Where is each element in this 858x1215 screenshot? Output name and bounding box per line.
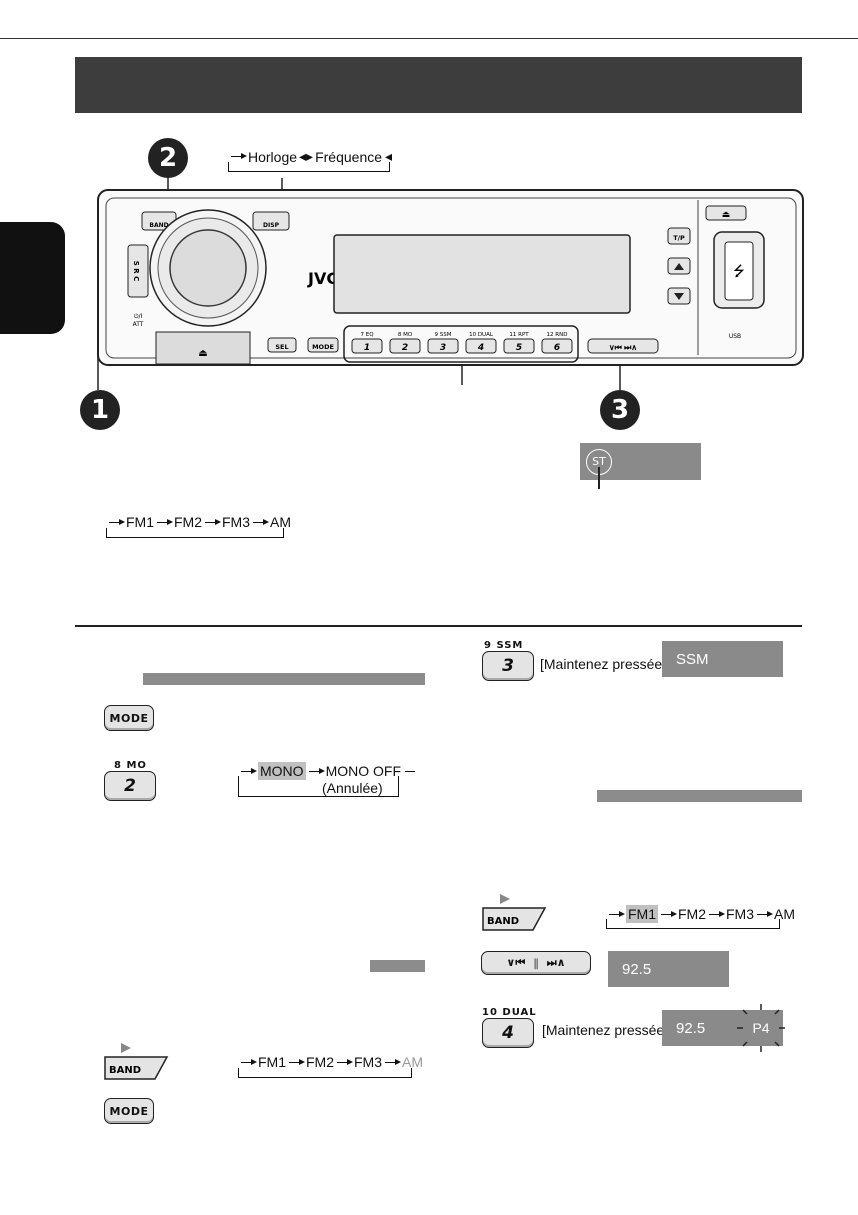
bidirectional-arrow-icon: ◂▸ [299,148,314,164]
display-sequence: Horloge ◂▸ Fréquence ◂ [228,148,392,165]
band-button-left[interactable]: BAND [103,1055,169,1081]
band-label: BAND [149,222,168,229]
preset-button-6[interactable] [541,338,573,354]
car-stereo-panel: BAND DISP S R C ⏻/I ATT ⏏ JVC T/P ⏏ ⭍ US… [97,174,804,390]
src-label: S R C [132,261,140,281]
preset-number-1: 1 [364,343,370,353]
display-sequence-loop [228,162,390,172]
ssm-hold-label: [Maintenez pressée] [540,656,667,672]
dual-hold-label: [Maintenez pressée] [542,1022,669,1038]
band-sequence: FM1 FM2 FM3 AM [106,514,291,530]
mode-button-2[interactable]: MODE [104,1098,154,1124]
brand-logo: JVC [307,269,338,288]
band-sequence-loop [106,528,284,538]
disp-label: DISP [263,222,280,229]
preset-button-3[interactable] [427,338,459,354]
mo-caption: 8 MO [114,760,147,771]
callout-3: 3 [600,390,640,430]
st-leader [598,467,600,489]
mono-sequence: MONO MONO OFF [238,762,415,780]
preset-3-button[interactable]: 3 [482,651,534,681]
sel-label: SEL [275,343,288,351]
right-heading-bar [597,790,802,802]
ssm-caption: 9 SSM [484,640,524,651]
att-label: ATT [133,321,144,328]
preset-button-5[interactable] [503,338,535,354]
seq-mono: MONO [258,762,306,780]
preset-badge: P4 [752,1020,769,1036]
power-label: ⏻/I [134,313,143,320]
seek-prev-icon: ∨⏮ [506,956,526,969]
top-rule [0,38,858,39]
ssm-display: SSM [662,641,783,677]
preset-caption-2: 8 MO [398,332,413,338]
st-display: ST [580,443,701,480]
preset-caption-1: 7 EQ [360,332,374,338]
preset-button-4[interactable] [465,338,497,354]
seq-horloge: Horloge [248,148,298,165]
language-side-tab [0,222,65,334]
svg-text:BAND: BAND [109,1065,141,1076]
play-arrow-icon-right [500,894,510,904]
preset-number-4: 4 [477,343,484,353]
band-button-right[interactable]: BAND [481,906,547,932]
arrow-left-icon: ◂ [385,148,393,164]
preset-caption-5: 11 RPT [509,332,529,338]
preset-number-2: 2 [402,343,408,353]
preset-buttons: 7 EQ 1 8 MO 2 9 SSM 3 10 DUAL 4 11 RPT 5 12 RND 6 [351,332,573,354]
preset-button-2[interactable] [389,338,421,354]
divider-icon: ∥ [533,956,539,970]
blinking-preset-badge-icon: P4 [737,1004,785,1052]
callout-1: 1 [80,390,120,430]
left-heading-bar [143,673,425,685]
preset-display-freq: 92.5 [676,1019,706,1037]
callout-2: 2 [148,138,188,178]
usb-label: USB [729,333,741,340]
preset-caption-6: 12 RND [547,332,568,338]
seq-fm2: FM2 [174,514,202,530]
preset-caption-4: 10 DUAL [469,332,494,338]
svg-text:⏏: ⏏ [722,209,731,219]
mode-label: MODE [312,343,334,351]
preset-caption-3: 9 SSM [435,332,452,338]
svg-text:⭍: ⭍ [733,263,745,279]
left-small-gray-bar [370,960,425,972]
arrow-icon [231,153,247,159]
seq-fm1: FM1 [126,514,154,530]
preset-4-button[interactable]: 4 [482,1018,534,1048]
preset-number-5: 5 [516,343,522,353]
section-header-bar [75,57,802,113]
eject-tray-icon: ⏏ [198,348,207,359]
mono-off-note: (Annulée) [322,780,383,796]
section-divider [75,625,802,627]
tp-label: T/P [673,234,685,242]
band-sequence-left: FM1 FM2 FM3 AM [238,1054,423,1070]
seek-button[interactable]: ∨⏮ ∥ ⏭∧ [481,951,591,975]
seek-icon: ∨⏮ ⏭∧ [609,343,637,352]
preset-number-6: 6 [554,343,560,353]
band-sequence-right: FM1 FM2 FM3 AM [606,905,795,923]
seek-next-icon: ⏭∧ [546,956,566,969]
seq-am: AM [270,514,291,530]
seq-frequence: Fréquence [315,148,383,165]
play-arrow-icon [121,1043,131,1053]
preset-button-1[interactable] [351,338,383,354]
frequency-display: 92.5 [608,951,729,987]
dual-caption: 10 DUAL [482,1007,537,1018]
mode-button[interactable]: MODE [104,705,154,731]
seq-mono-off: MONO OFF [325,763,401,779]
preset-number-3: 3 [440,343,446,353]
preset-2-button[interactable]: 2 [104,771,156,801]
seq-fm3: FM3 [222,514,250,530]
svg-text:BAND: BAND [487,916,519,927]
